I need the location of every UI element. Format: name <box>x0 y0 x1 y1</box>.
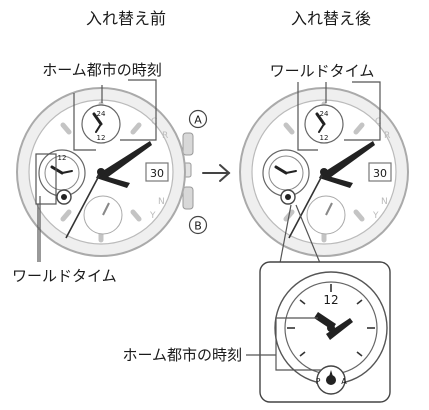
date-before: 30 <box>150 167 164 180</box>
button-b-before <box>182 186 194 210</box>
watch-after: C R N Y 30 24 12 <box>239 87 409 257</box>
svg-text:24: 24 <box>97 110 106 118</box>
label-world-time-after: ワールドタイム <box>270 62 375 80</box>
button-a-before <box>182 132 194 156</box>
svg-text:A: A <box>194 114 202 127</box>
marker-a: A <box>188 109 208 129</box>
svg-text:C: C <box>151 117 157 127</box>
marker-b: B <box>188 215 208 235</box>
svg-text:12: 12 <box>320 134 329 142</box>
zoom-a: A <box>341 377 347 386</box>
svg-text:N: N <box>158 197 165 207</box>
date-window-after <box>368 162 392 182</box>
header-before: 入れ替え前 <box>86 9 166 28</box>
date-window-before <box>145 162 169 182</box>
svg-text:C: C <box>375 117 381 127</box>
svg-text:B: B <box>194 220 202 233</box>
label-home-time-after: ホーム都市の時刻 <box>122 346 242 364</box>
svg-text:12: 12 <box>58 154 67 162</box>
svg-text:R: R <box>162 131 168 141</box>
watch-before: C R N Y 30 24 12 12 <box>16 87 194 257</box>
svg-text:12: 12 <box>97 134 106 142</box>
zoom-twelve: 12 <box>323 293 338 307</box>
svg-text:R: R <box>384 131 390 141</box>
zoom-p: P <box>316 377 321 386</box>
header-after: 入れ替え後 <box>291 9 371 28</box>
svg-text:N: N <box>381 197 388 207</box>
swap-arrow <box>202 164 231 182</box>
svg-text:Y: Y <box>149 211 156 221</box>
label-world-time-before: ワールドタイム <box>12 267 117 285</box>
date-after: 30 <box>373 167 387 180</box>
svg-text:Y: Y <box>372 211 379 221</box>
zoom-inset: 12 P A <box>259 261 391 403</box>
label-home-time-before: ホーム都市の時刻 <box>42 61 162 79</box>
zoom-minute-hand <box>326 318 353 340</box>
svg-text:24: 24 <box>320 110 329 118</box>
